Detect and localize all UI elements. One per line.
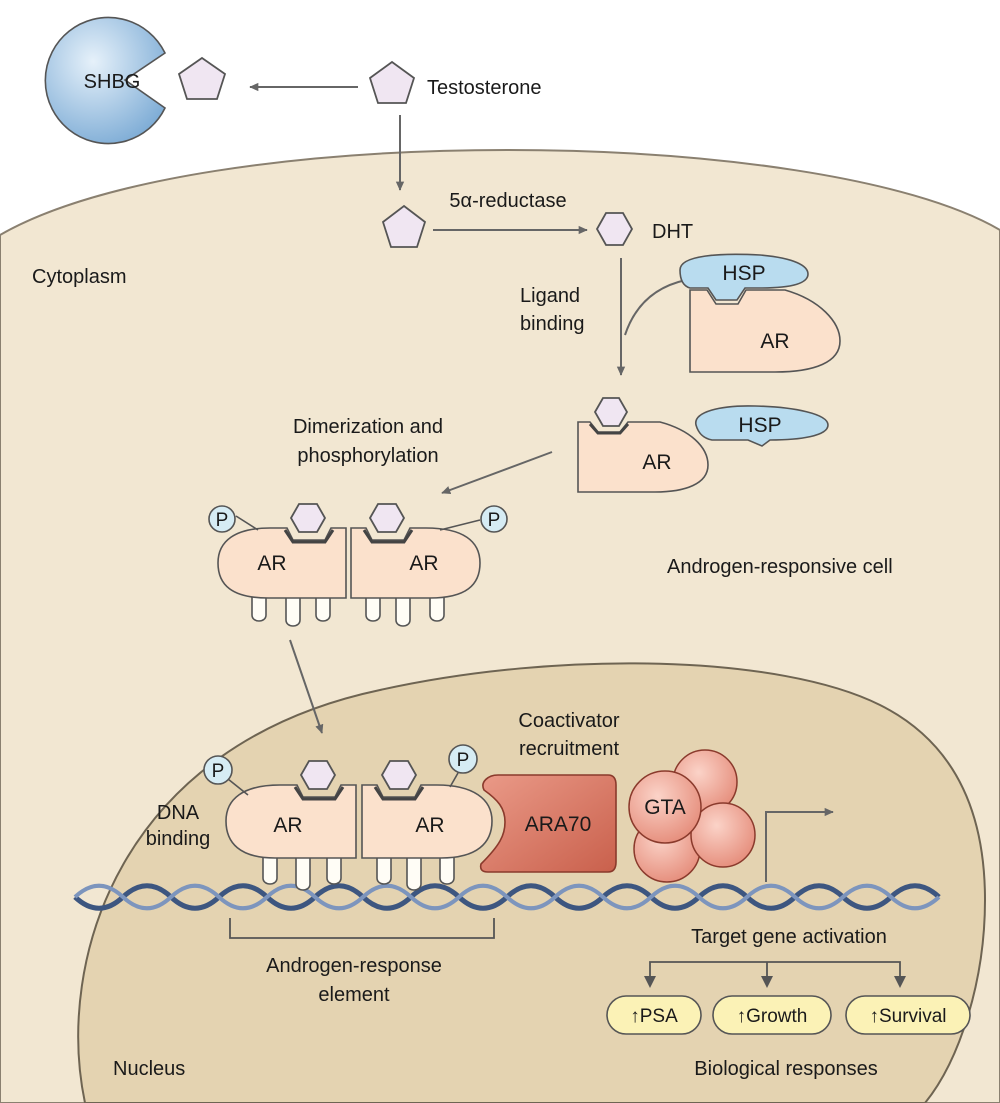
response-growth: ↑Growth xyxy=(712,995,832,1035)
biological-responses-label: Biological responses xyxy=(694,1058,877,1080)
ara70-label: ARA70 xyxy=(525,813,592,836)
gta-label: GTA xyxy=(644,796,686,819)
phosphate-icon-nuc-left xyxy=(203,755,233,785)
hsp-label-released: HSP xyxy=(738,414,781,437)
arrow-to-dimer xyxy=(441,451,553,494)
phosphate-label-nuc-left: P xyxy=(212,761,225,782)
hsp-label-bound: HSP xyxy=(722,262,765,285)
ara70-coactivator: ARA70 xyxy=(479,774,617,873)
coactivator-label-line2: recruitment xyxy=(519,738,619,760)
5alpha-reductase-label: 5α-reductase xyxy=(449,190,566,212)
phosphate-icon-cyto-right xyxy=(480,505,508,533)
coactivator-label-line1: Coactivator xyxy=(518,710,619,732)
response-psa-label: ↑PSA xyxy=(630,1006,678,1027)
arrow-hsp-release-curve xyxy=(624,279,687,336)
ligand-binding-label-line1: Ligand xyxy=(520,285,580,307)
phosphate-label-cyto-left: P xyxy=(216,510,229,531)
ligand-binding-label-line2: binding xyxy=(520,313,585,335)
phosphate-icon-cyto-left xyxy=(208,505,236,533)
ligand-icon-nuc-left xyxy=(299,760,337,790)
activation-branch-lines xyxy=(649,961,901,978)
phosphate-label-nuc-right: P xyxy=(457,750,470,771)
ar-label-nuclear-left: AR xyxy=(273,814,302,837)
ligand-dht-icon xyxy=(593,397,629,427)
dht-label: DHT xyxy=(652,221,693,243)
ar-hsp-complex: AR HSP xyxy=(679,253,841,373)
hsp-released: HSP xyxy=(695,405,829,447)
phosphate-icon-nuc-right xyxy=(448,744,478,774)
ligand-icon-nuc-right xyxy=(380,760,418,790)
dna-double-helix xyxy=(73,883,941,911)
are-label-line1: Androgen-response xyxy=(266,955,442,977)
transcription-arrow xyxy=(765,807,834,882)
response-psa: ↑PSA xyxy=(606,995,702,1035)
androgen-responsive-cell-label: Androgen-responsive cell xyxy=(667,556,893,578)
testosterone-icon xyxy=(368,60,416,104)
cytoplasm-label: Cytoplasm xyxy=(32,266,126,288)
ligand-icon-cyto-left xyxy=(289,503,327,533)
phosphate-label-cyto-right: P xyxy=(488,510,501,531)
ar-label-liganded: AR xyxy=(642,451,671,474)
reduced-testosterone-icon xyxy=(381,204,427,248)
ar-label-nuclear-right: AR xyxy=(415,814,444,837)
dna-binding-label-line1: DNA xyxy=(157,802,200,824)
are-bracket xyxy=(229,918,495,939)
ligand-icon-cyto-right xyxy=(368,503,406,533)
dimerization-label-line1: Dimerization and xyxy=(293,416,443,438)
dna-binding-label-line2: binding xyxy=(146,828,211,850)
nucleus-label: Nucleus xyxy=(113,1058,185,1080)
response-growth-label: ↑Growth xyxy=(737,1006,808,1027)
ar-label-dimer-left: AR xyxy=(257,552,286,575)
arrow-to-nucleus xyxy=(289,639,324,734)
ar-label-dimer-right: AR xyxy=(409,552,438,575)
response-survival-label: ↑Survival xyxy=(869,1006,946,1027)
liganded-ar: AR xyxy=(577,397,709,493)
hsp-bound xyxy=(679,253,809,301)
dimerization-label-line2: phosphorylation xyxy=(297,445,438,467)
target-gene-activation-label: Target gene activation xyxy=(691,926,887,948)
ar-dimer-cytoplasm: P AR P AR xyxy=(208,503,508,627)
shbg-label: SHBG xyxy=(84,71,141,93)
ar-dimer-dna-bound: P AR P AR xyxy=(203,744,493,891)
response-survival: ↑Survival xyxy=(845,995,971,1035)
shbg-protein xyxy=(44,16,167,145)
dht-icon xyxy=(595,212,634,246)
ar-label-complex: AR xyxy=(760,330,789,353)
gta-complex: GTA xyxy=(628,749,756,883)
testosterone-label: Testosterone xyxy=(427,77,542,99)
bound-testosterone-icon xyxy=(177,56,227,100)
are-label-line2: element xyxy=(318,984,390,1006)
